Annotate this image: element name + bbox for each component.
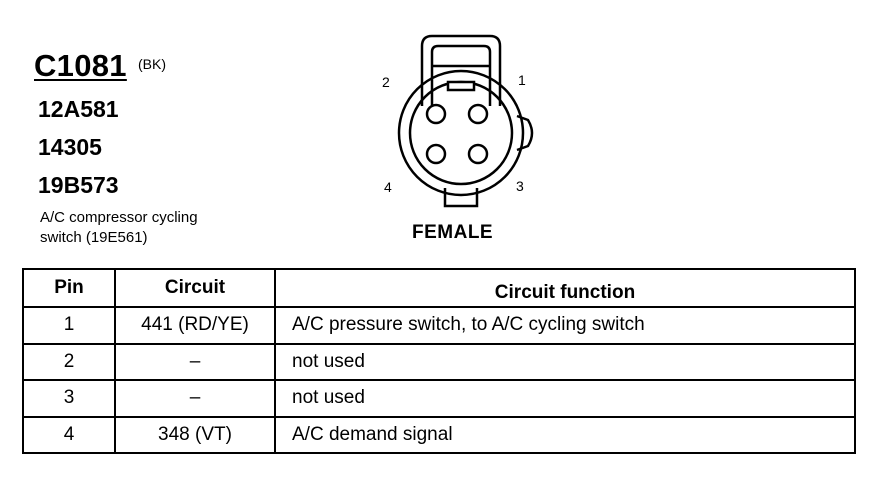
part-number: 19B573 [38,172,119,198]
pin-cavity [467,103,489,125]
pin-label-2: 2 [382,74,390,90]
pin-cavity [467,143,489,165]
part-number: 12A581 [38,96,119,122]
connector-face-diagram: 1 2 3 4 [382,34,534,208]
pin-cavities [425,103,489,165]
connector-body [397,34,534,208]
cell-pin: 2 [22,342,116,381]
pin-cavity [425,103,447,125]
pin-label-4: 4 [384,179,392,195]
cell-function: not used [274,379,856,418]
connector-color: (BK) [138,56,166,72]
table-row: 3 – not used [22,379,856,418]
part-number: 14305 [38,134,102,160]
cell-pin: 3 [22,379,116,418]
cell-pin: 4 [22,415,116,454]
pin-label-1: 1 [518,72,526,88]
connector-gender-label: FEMALE [412,222,494,243]
pinout-table: Pin Circuit Circuit function 1 441 (RD/Y… [22,268,856,454]
column-header-function: Circuit function [274,268,856,308]
cell-circuit: – [114,342,276,381]
cell-circuit: 441 (RD/YE) [114,306,276,345]
pin-cavity [425,143,447,165]
table-header-row: Pin Circuit Circuit function [22,268,856,308]
cell-function: A/C demand signal [274,415,856,454]
cell-circuit: – [114,379,276,418]
column-header-pin: Pin [22,268,116,308]
table-row: 2 – not used [22,342,856,381]
column-header-circuit: Circuit [114,268,276,308]
cell-circuit: 348 (VT) [114,415,276,454]
connector-id: C1081 [34,48,127,83]
table-row: 1 441 (RD/YE) A/C pressure switch, to A/… [22,306,856,345]
table-row: 4 348 (VT) A/C demand signal [22,415,856,454]
cell-function: not used [274,342,856,381]
cell-function: A/C pressure switch, to A/C cycling swit… [274,306,856,345]
cell-pin: 1 [22,306,116,345]
pin-label-3: 3 [516,178,524,194]
component-description-line: switch (19E561) [40,229,148,246]
component-description-line: A/C compressor cycling [40,209,198,226]
